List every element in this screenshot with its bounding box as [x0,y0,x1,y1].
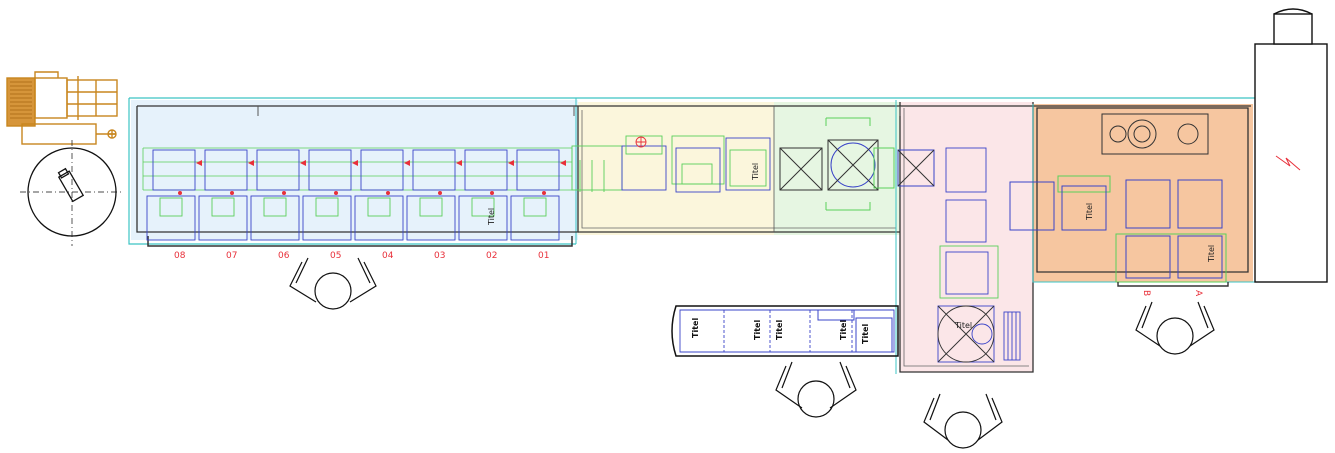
station-label: 07 [226,251,237,261]
motor-assembly [6,71,118,145]
box-tag: Titel [487,208,496,226]
side-label-a: A [1193,290,1203,297]
box-tag: Titel [1207,245,1216,263]
zone-green [774,102,900,235]
box-tag: Titel [753,320,762,340]
box-tag: Titel [691,318,700,338]
turntable [20,140,124,246]
station-label: 06 [278,251,290,261]
box-tag: Titel [839,320,848,340]
yellow-zone-modules [571,135,771,193]
station-labels: 08 07 06 05 04 03 02 01 [174,251,549,261]
box-tag: Titel [751,163,760,181]
station-label: 01 [538,251,549,261]
station-label: 02 [486,251,497,261]
operator-1 [289,257,377,310]
operator-2 [775,361,857,418]
box-tag: Titel [775,320,784,340]
operator-figures [289,257,1215,449]
box-tag: Titel [1085,203,1094,221]
electrical-cabinet [1254,8,1328,283]
side-label-b: B [1141,290,1151,296]
box-tag: Titel [861,324,870,344]
conveyor-frame [128,97,1255,374]
station-label: 04 [382,251,394,261]
lower-conveyor [671,305,899,357]
pink-zone-modules [937,147,1021,363]
box-tag: Titel [954,321,972,330]
station-label: 08 [174,251,186,261]
green-zone-modules [779,117,935,211]
zone-orange [1033,104,1253,282]
station-label: 03 [434,251,445,261]
operator-3 [923,393,1003,449]
operator-4 [1135,301,1215,355]
station-modules [142,147,573,241]
zone-pink [900,102,1033,372]
zone-blue [131,100,578,240]
orange-zone-modules [1009,113,1229,287]
station-label: 05 [330,251,341,261]
